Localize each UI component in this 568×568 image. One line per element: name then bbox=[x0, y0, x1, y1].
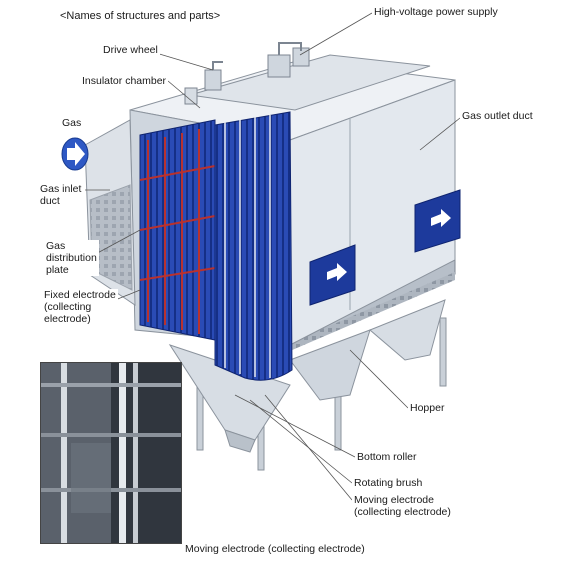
photo-caption: Moving electrode (collecting electrode) bbox=[183, 543, 367, 555]
diagram-title: <Names of structures and parts> bbox=[58, 10, 222, 22]
label-drive-wheel: Drive wheel bbox=[101, 44, 160, 56]
moving-electrode-bank bbox=[215, 112, 292, 380]
label-gas-distribution-plate: Gas distribution plate bbox=[44, 240, 99, 276]
label-fixed-electrode: Fixed electrode (collecting electrode) bbox=[42, 289, 118, 325]
label-bottom-roller: Bottom roller bbox=[355, 451, 419, 463]
gas-inlet-duct bbox=[85, 120, 135, 305]
label-moving-electrode: Moving electrode (collecting electrode) bbox=[352, 494, 453, 518]
label-insulator-chamber: Insulator chamber bbox=[80, 75, 168, 87]
label-gas-inlet-duct: Gas inlet duct bbox=[38, 183, 83, 207]
label-gas: Gas bbox=[60, 117, 83, 129]
moving-electrode-photo bbox=[40, 362, 182, 544]
fixed-electrode-bank bbox=[140, 120, 215, 340]
label-rotating-brush: Rotating brush bbox=[352, 477, 424, 489]
gas-arrow-icon bbox=[62, 138, 88, 170]
label-high-voltage-power-supply: High-voltage power supply bbox=[372, 6, 500, 18]
label-gas-outlet-duct: Gas outlet duct bbox=[460, 110, 535, 122]
label-hopper: Hopper bbox=[408, 402, 446, 414]
